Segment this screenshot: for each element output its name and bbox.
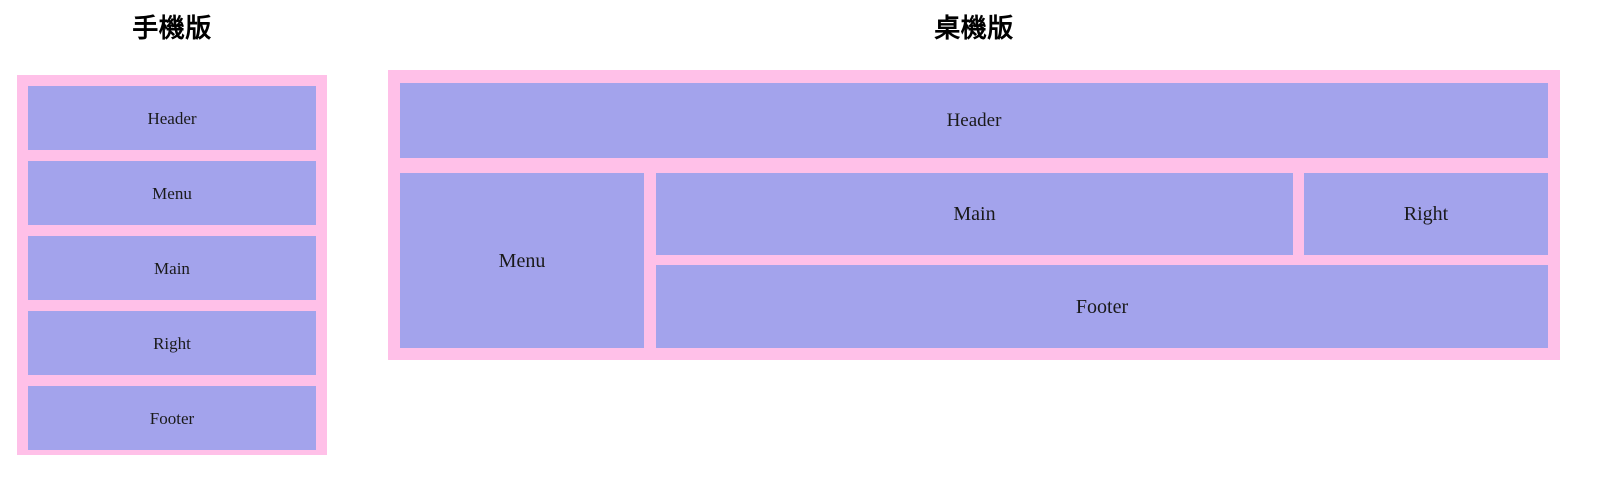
mobile-section-title: 手機版 bbox=[132, 13, 212, 43]
mobile-region-header[interactable]: Header bbox=[28, 86, 316, 150]
desktop-region-header-label: Header bbox=[946, 110, 1002, 131]
desktop-layout-container: Header Menu Main Right Footer bbox=[388, 70, 1560, 360]
mobile-region-right[interactable]: Right bbox=[28, 311, 316, 375]
mobile-region-menu[interactable]: Menu bbox=[28, 161, 316, 225]
desktop-region-footer-label: Footer bbox=[1075, 295, 1129, 318]
desktop-region-main[interactable]: Main bbox=[656, 173, 1293, 255]
desktop-region-footer[interactable]: Footer bbox=[656, 265, 1548, 348]
desktop-section-title: 桌機版 bbox=[934, 13, 1014, 43]
desktop-region-menu[interactable]: Menu bbox=[400, 173, 644, 348]
mobile-region-main-label: Main bbox=[154, 258, 190, 278]
mobile-region-footer[interactable]: Footer bbox=[28, 386, 316, 450]
mobile-region-menu-label: Menu bbox=[152, 183, 192, 203]
desktop-region-main-label: Main bbox=[953, 203, 996, 225]
desktop-region-right-label: Right bbox=[1403, 203, 1449, 225]
desktop-region-menu-label: Menu bbox=[498, 249, 546, 272]
mobile-region-footer-label: Footer bbox=[149, 408, 195, 428]
mobile-layout-container: Header Menu Main Right Footer bbox=[17, 75, 327, 455]
desktop-region-right[interactable]: Right bbox=[1304, 173, 1548, 255]
mobile-region-main[interactable]: Main bbox=[28, 236, 316, 300]
mobile-region-right-label: Right bbox=[153, 333, 191, 353]
mobile-region-header-label: Header bbox=[147, 108, 197, 128]
desktop-region-header[interactable]: Header bbox=[400, 83, 1548, 158]
